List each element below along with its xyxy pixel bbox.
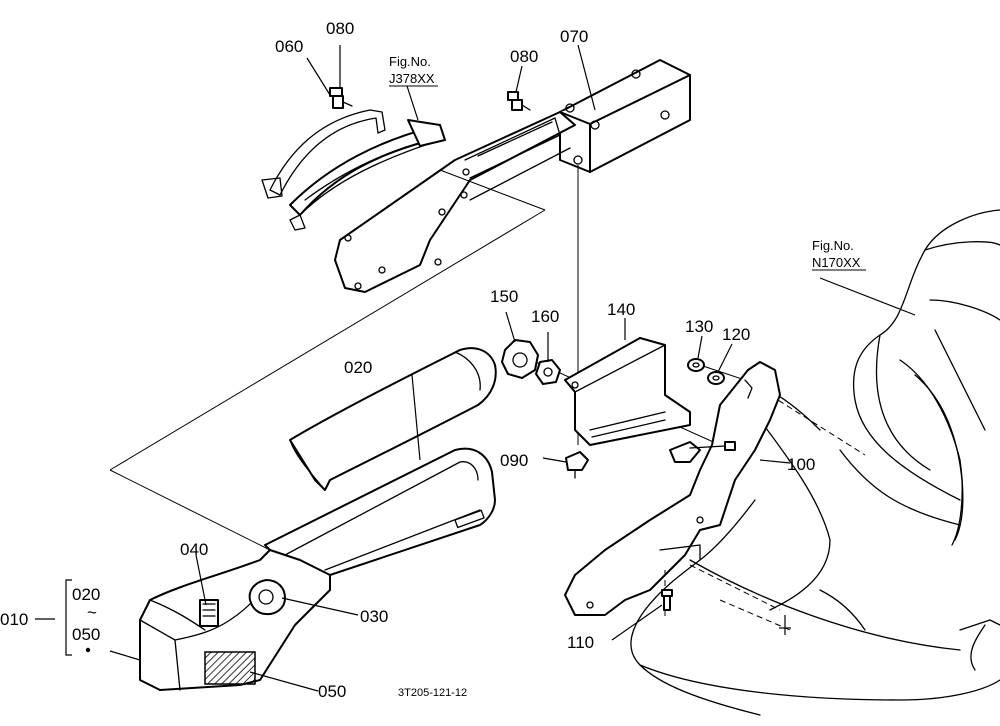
callout-100: 100 (787, 455, 815, 474)
callout-080-b: 080 (510, 47, 538, 66)
callout-160: 160 (531, 307, 559, 326)
callout-030: 030 (360, 607, 388, 626)
part-060-strap (261, 109, 446, 231)
part-090-nut (565, 451, 589, 479)
callout-110: 110 (567, 633, 594, 652)
callout-070: 070 (560, 27, 588, 46)
part-120-washer (707, 371, 725, 385)
part-100-bracket (564, 361, 781, 620)
part-080-bolt-a (329, 87, 353, 109)
part-150-knob (501, 339, 539, 379)
callout-090: 090 (500, 451, 528, 470)
part-080-bolt-b (507, 91, 531, 111)
seat-outline (630, 209, 1000, 716)
fig-ref-left-line2: J378XX (389, 71, 435, 86)
callout-130: 130 (685, 317, 713, 336)
armrest-body (139, 447, 496, 691)
part-140-bracket (564, 337, 691, 446)
fig-ref-right-line1: Fig.No. (812, 238, 854, 253)
callout-020-range: 020 (72, 585, 100, 604)
bolt-100-top (689, 441, 736, 451)
part-110-bolt (661, 589, 673, 611)
drawing-code: 3T205-121-12 (398, 687, 467, 699)
callout-060: 060 (275, 37, 303, 56)
figure-reference-left: Fig.No. J378XX (389, 54, 438, 87)
leader-lines (35, 44, 916, 692)
callout-labels: 060 080 080 070 150 160 140 130 120 020 … (0, 19, 815, 701)
callout-140: 140 (607, 300, 635, 319)
part-160-nut (535, 359, 561, 385)
figure-reference-right: Fig.No. N170XX (812, 238, 866, 271)
callout-040: 040 (180, 540, 208, 559)
part-130-washer (687, 358, 705, 372)
fig-ref-right-line2: N170XX (812, 255, 861, 270)
callout-010: 010 (0, 610, 28, 629)
callout-120: 120 (722, 325, 750, 344)
callout-050-range: 050 (72, 625, 100, 644)
callout-tilde: ~ (87, 603, 97, 622)
part-020-cushion (289, 347, 497, 491)
part-050-label-hatched (204, 651, 256, 685)
part-070-slide-bracket (334, 59, 691, 293)
callout-020-top: 020 (344, 358, 372, 377)
callout-150: 150 (490, 287, 518, 306)
callout-050-bottom: 050 (318, 682, 346, 701)
callout-080-a: 080 (326, 19, 354, 38)
fig-ref-left-line1: Fig.No. (389, 54, 431, 69)
